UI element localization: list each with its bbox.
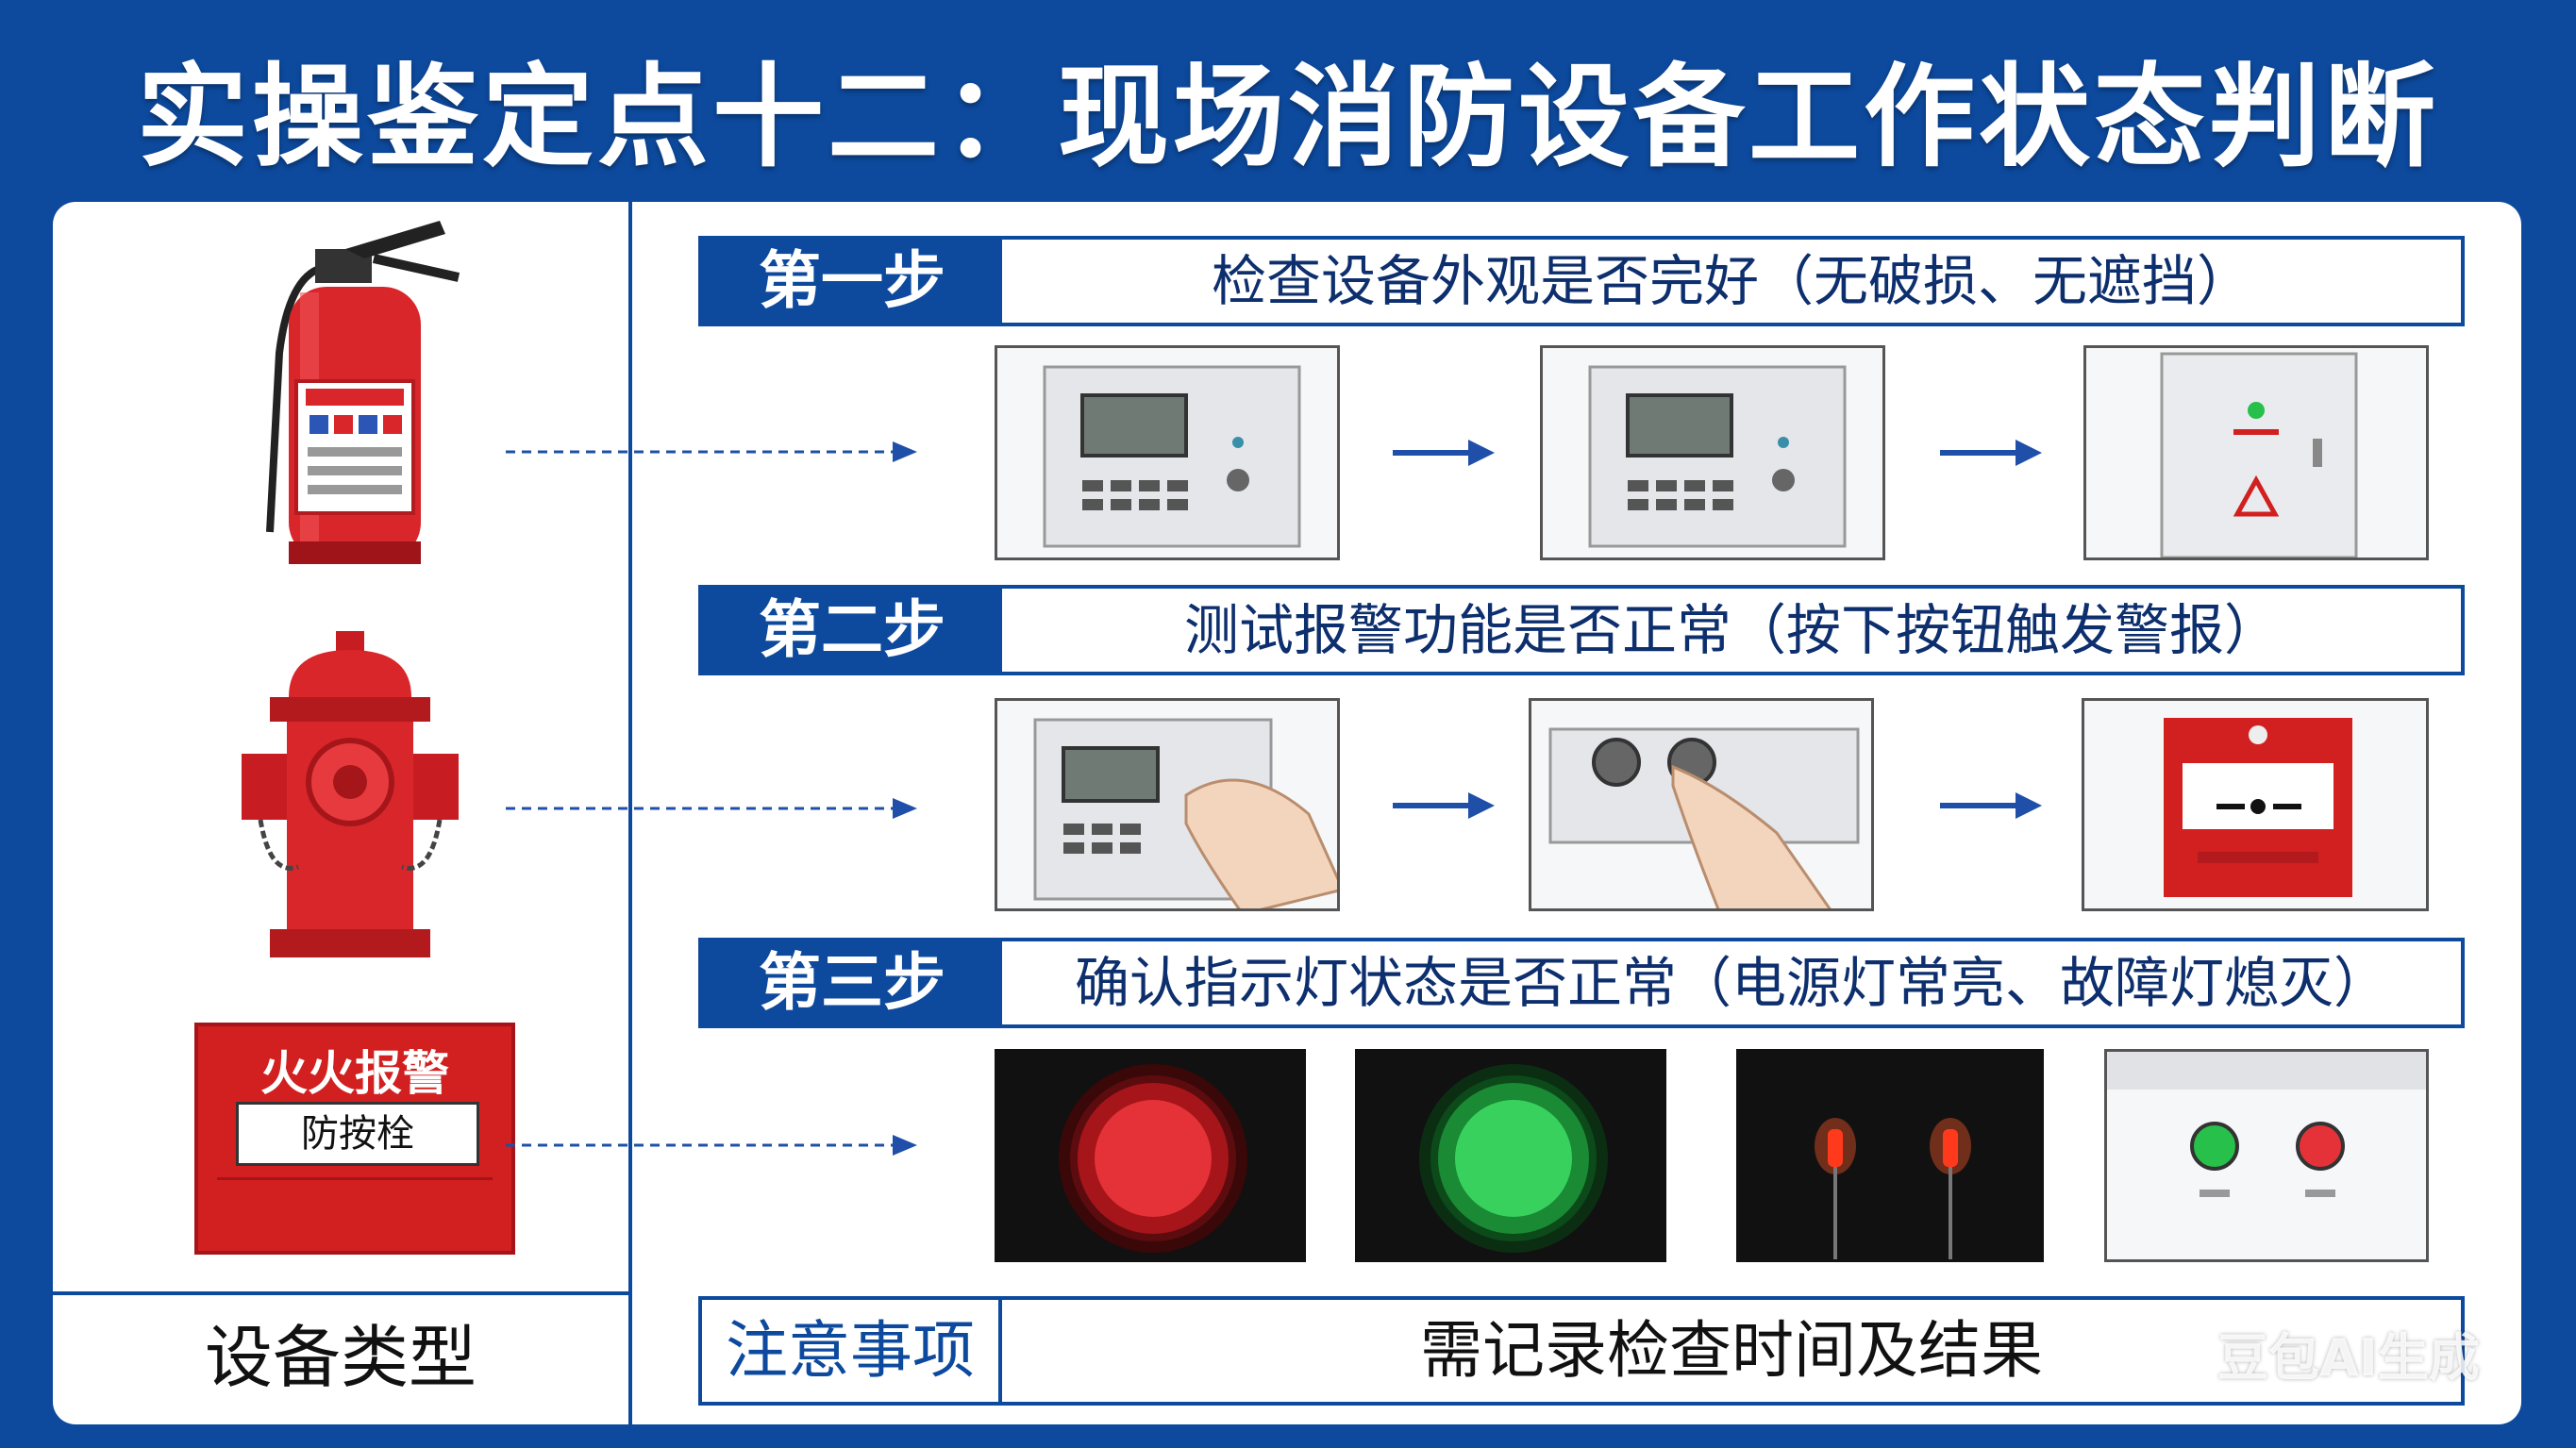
step-3-row: 第三步 确认指示灯状态是否正常（电源灯常亮、故障灯熄灭） — [698, 938, 2465, 1028]
step-2-tag: 第二步 — [702, 589, 1002, 672]
fire-hydrant-icon — [242, 631, 459, 957]
flow-arrow — [1940, 792, 2042, 819]
flow-arrow — [1940, 440, 2042, 466]
step-1-description: 检查设备外观是否完好（无破损、无遮挡） — [1211, 249, 2251, 313]
dashed-arrow — [506, 798, 917, 819]
dashed-arrow — [506, 441, 917, 462]
note-tag: 注意事项 — [702, 1300, 1002, 1402]
electrical-cabinet-image — [2083, 345, 2429, 560]
indicator-leds-image — [1736, 1049, 2044, 1262]
step-1-tag: 第一步 — [702, 240, 1002, 323]
alarm-box-plate: 防按栓 — [236, 1102, 479, 1166]
dashed-arrow — [506, 1135, 917, 1156]
fire-alarm-box: 火火报警 防按栓 — [194, 1023, 515, 1255]
step-3-description: 确认指示灯状态是否正常（电源灯常亮、故障灯熄灭） — [1074, 951, 2388, 1015]
manual-call-point-image — [2082, 698, 2429, 911]
red-indicator-image — [995, 1049, 1306, 1262]
fire-extinguisher-icon — [266, 221, 460, 564]
press-panel-button-image — [995, 698, 1340, 911]
control-panel-image — [1540, 345, 1885, 560]
equipment-type-label: 设备类型 — [204, 1318, 477, 1397]
flow-arrow — [1393, 440, 1495, 466]
watermark: 豆包AI生成 — [2217, 1328, 2480, 1388]
content-panel: 火火报警 防按栓 设备类型 第一步 检查设备外观是否完好（无破损、无遮挡） 第二… — [53, 202, 2521, 1424]
alarm-box-lower-panel — [217, 1177, 493, 1237]
note-row: 注意事项 需记录检查时间及结果 — [698, 1296, 2465, 1406]
column-divider — [628, 202, 632, 1424]
flow-arrow — [1393, 792, 1495, 819]
step-2-row: 第二步 测试报警功能是否正常（按下按钮触发警报） — [698, 585, 2465, 675]
step-2-description: 测试报警功能是否正常（按下按钮触发警报） — [1183, 598, 2279, 662]
status-lights-panel-image — [2104, 1049, 2429, 1262]
label-divider — [53, 1291, 630, 1295]
note-text: 需记录检查时间及结果 — [1420, 1314, 2043, 1387]
press-button-image — [1529, 698, 1874, 911]
page-title: 实操鉴定点十二：现场消防设备工作状态判断 — [136, 52, 2439, 182]
step-1-row: 第一步 检查设备外观是否完好（无破损、无遮挡） — [698, 236, 2465, 326]
green-indicator-image — [1355, 1049, 1666, 1262]
control-panel-image — [995, 345, 1340, 560]
alarm-box-top-text: 火火报警 — [260, 1046, 449, 1101]
step-3-tag: 第三步 — [702, 941, 1002, 1024]
